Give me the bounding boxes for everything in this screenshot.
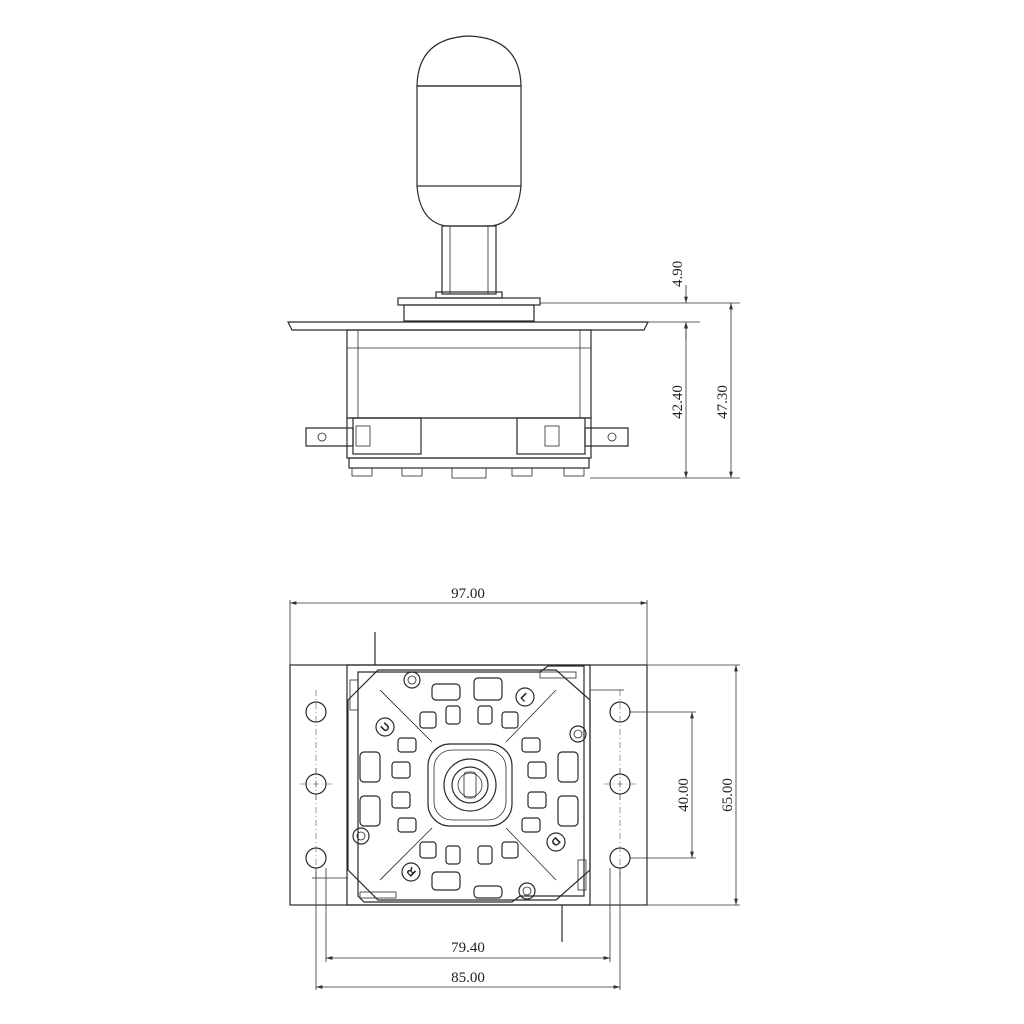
dim-body-height: 42.40 <box>670 385 686 419</box>
gate-plate <box>347 669 591 901</box>
dim-mount-spacing: 40.00 <box>676 778 692 812</box>
letter-left: L <box>518 691 531 704</box>
mounting-plate-side <box>287 321 649 331</box>
switch-right <box>516 417 586 455</box>
center-actuator <box>427 743 513 827</box>
dim-plate-height: 65.00 <box>720 778 736 812</box>
tab-right <box>584 427 629 447</box>
ball-body <box>416 85 522 187</box>
tab-left <box>305 427 354 447</box>
direction-markers: U L R D <box>375 687 566 882</box>
gate-pockets <box>359 677 579 899</box>
diagonal-ribs <box>379 689 557 881</box>
dim-hole-spacing-inner: 79.40 <box>451 940 485 956</box>
base-housing <box>346 664 591 906</box>
dim-total-height: 47.30 <box>715 385 731 419</box>
mounting-holes <box>300 690 636 880</box>
letter-right: R <box>405 864 419 878</box>
dim-top-gap: 4.90 <box>670 261 686 287</box>
dust-washer <box>397 297 541 306</box>
letter-up: U <box>379 721 393 735</box>
ball-top <box>416 35 522 87</box>
screws <box>352 671 587 900</box>
switch-left <box>352 417 422 455</box>
ball-bottom <box>416 185 522 227</box>
dim-plate-width: 97.00 <box>451 586 485 602</box>
housing <box>346 329 592 419</box>
shaft <box>441 225 497 295</box>
letter-down: D <box>548 834 562 848</box>
bottom-view: U L R D 97.00 40.00 65.00 <box>289 586 740 990</box>
side-view: 4.90 42.40 47.30 <box>287 35 740 479</box>
mounting-plate <box>289 664 648 906</box>
dim-hole-spacing-outer: 85.00 <box>451 970 485 986</box>
